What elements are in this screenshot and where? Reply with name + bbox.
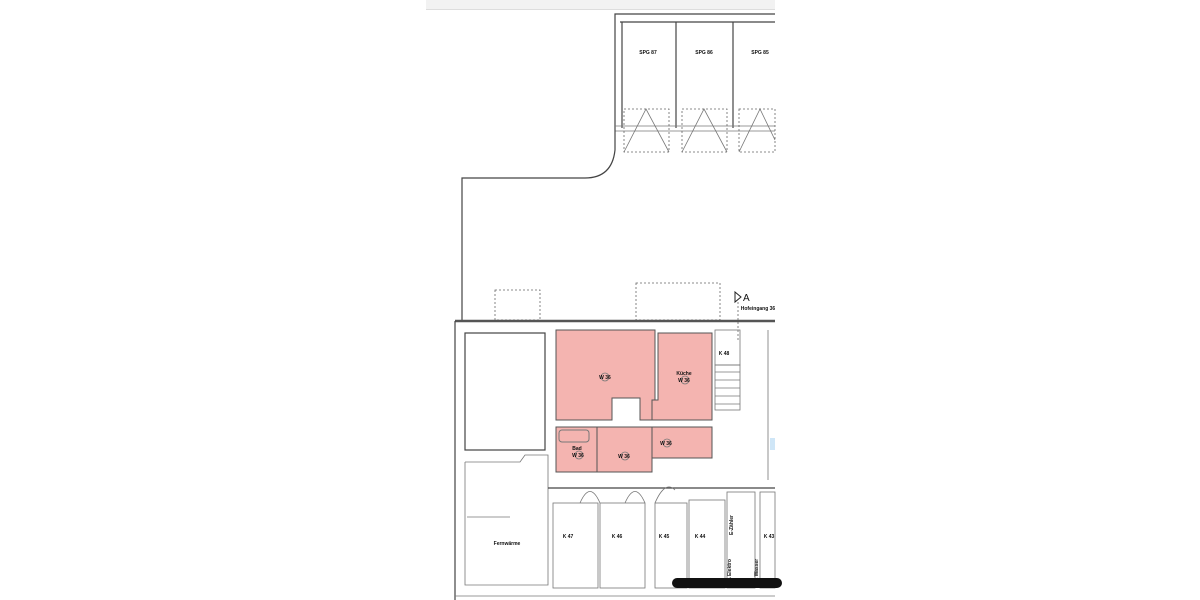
cellar-label: K 48	[719, 351, 730, 357]
courtyard-outline	[461, 130, 616, 320]
svg-text:Bad: Bad	[572, 446, 581, 452]
redaction-bar	[672, 578, 782, 588]
left-room	[464, 332, 546, 451]
svg-text:W 36: W 36	[599, 375, 611, 381]
entrance-label: Hofeingang 36	[741, 306, 776, 312]
garage-label: SPG 86	[695, 50, 713, 56]
section-marker: A Hofeingang 36	[734, 290, 776, 340]
cellar-label: K 44	[695, 534, 706, 540]
garage-label: SPG 85	[751, 50, 769, 56]
terrace-outline	[635, 282, 721, 321]
svg-text:A: A	[743, 293, 750, 304]
meter-label: A Wasser	[754, 559, 760, 581]
cellar-label: K 46	[612, 534, 623, 540]
svg-text:W 36: W 36	[678, 378, 690, 384]
terrace-outline	[494, 289, 541, 321]
top-bar	[426, 0, 775, 9]
apartment-w36: W 36 Küche W 36 Bad W 36 W 36 W 36	[555, 329, 713, 473]
svg-text:W 36: W 36	[660, 441, 672, 447]
svg-text:W 36: W 36	[572, 453, 584, 459]
meter-label: E-Zähler	[729, 515, 735, 535]
garages: SPG 87 SPG 86 SPG 85	[614, 13, 776, 153]
cellar-label: K 47	[563, 534, 574, 540]
meter-label: A Elektro	[727, 559, 733, 581]
svg-text:Küche: Küche	[676, 371, 692, 377]
svg-text:W 36: W 36	[618, 454, 630, 460]
garage-label: SPG 87	[639, 50, 657, 56]
cellar-label: K 45	[659, 534, 670, 540]
utility-room-label: Fernwärme	[494, 541, 521, 547]
cellar-label: K 43	[764, 534, 775, 540]
